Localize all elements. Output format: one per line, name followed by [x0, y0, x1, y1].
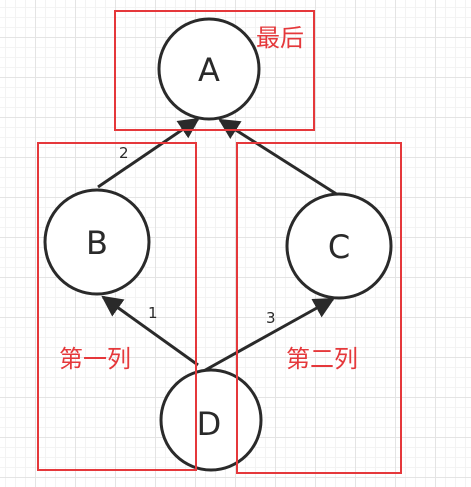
edge-label-3: 3 — [266, 309, 276, 327]
node-a-label: A — [198, 51, 220, 89]
group-box-second-column — [236, 142, 402, 474]
group-box-first-column — [37, 142, 197, 471]
node-d-label: D — [197, 405, 222, 443]
edge-label-2: 2 — [119, 144, 129, 162]
group-label-last: 最后 — [256, 24, 304, 52]
edge-c-to-a — [218, 118, 339, 197]
edge-label-1: 1 — [148, 304, 158, 322]
node-a-circle — [157, 17, 261, 121]
edge-d-to-b — [101, 295, 199, 367]
group-label-first-column: 第一列 — [59, 345, 131, 373]
node-c-label: C — [328, 228, 350, 266]
group-label-second-column: 第二列 — [286, 345, 358, 373]
node-c-circle — [285, 192, 393, 300]
group-box-last — [114, 10, 315, 131]
edge-d-to-c — [199, 297, 335, 375]
node-b-circle — [43, 188, 151, 296]
node-b-label: B — [86, 224, 108, 262]
